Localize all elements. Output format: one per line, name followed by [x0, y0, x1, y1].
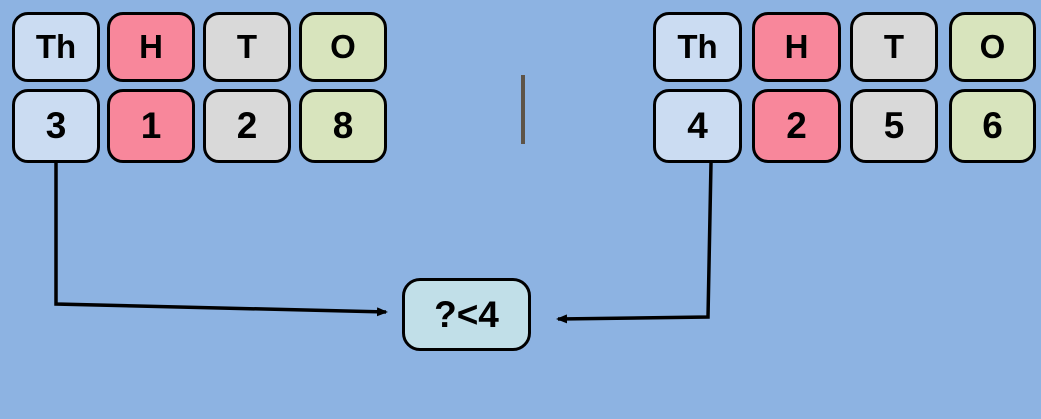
left-header-ones: O	[299, 12, 387, 82]
left-digit-tens: 2	[203, 89, 291, 163]
comparison-box: ?<4	[402, 278, 531, 351]
right-header-thousands: Th	[653, 12, 742, 82]
right-header-ones: O	[949, 12, 1036, 82]
left-digit-thousands: 3	[12, 89, 100, 163]
left-digit-ones: 8	[299, 89, 387, 163]
right-digit-ones: 6	[949, 89, 1036, 163]
left-header-hundreds: H	[107, 12, 195, 82]
arrow-from-right-thousands	[556, 162, 713, 324]
divider-line	[521, 75, 525, 144]
left-header-thousands: Th	[12, 12, 100, 82]
right-digit-hundreds: 2	[752, 89, 841, 163]
left-header-tens: T	[203, 12, 291, 82]
right-digit-thousands: 4	[653, 89, 742, 163]
right-digit-tens: 5	[850, 89, 938, 163]
right-header-tens: T	[850, 12, 938, 82]
right-header-hundreds: H	[752, 12, 841, 82]
left-digit-hundreds: 1	[107, 89, 195, 163]
arrow-from-left-thousands	[54, 163, 388, 317]
